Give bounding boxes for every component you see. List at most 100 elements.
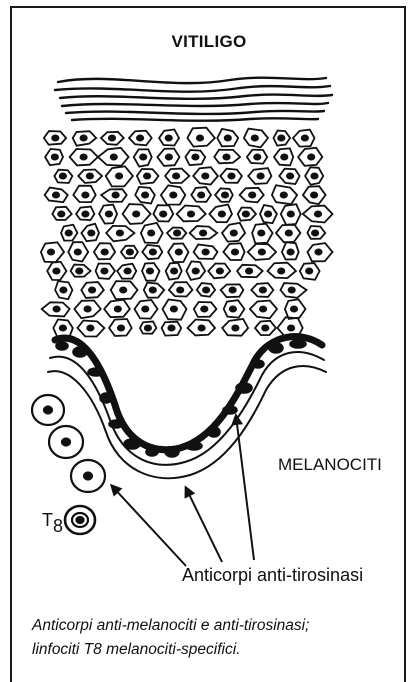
keratinocyte-nucleus: [111, 154, 117, 159]
keratinocyte-nucleus: [232, 325, 238, 330]
keratinocyte-nucleus: [260, 287, 266, 292]
keratinocyte-nucleus: [109, 135, 115, 140]
keratinocyte-nucleus: [201, 306, 207, 311]
keratinocyte-nucleus: [262, 325, 268, 330]
melanocyte: [223, 406, 237, 414]
melanocyte: [186, 442, 202, 450]
keratinocyte-nucleus: [286, 230, 292, 235]
keratinocyte-nucleus: [148, 230, 154, 235]
keratinocyte-nucleus: [315, 249, 321, 254]
keratinocyte-nucleus: [160, 211, 166, 216]
keratinocyte-nucleus: [278, 135, 284, 140]
keratinocyte-nucleus: [260, 306, 266, 311]
figure-caption: Anticorpi anti-melanociti e anti-tirosin…: [32, 614, 402, 662]
t8-label-prefix: T: [42, 510, 53, 530]
keratinocyte-nucleus: [230, 306, 236, 311]
keratinocyte-nucleus: [127, 249, 133, 254]
melanocyte: [109, 420, 123, 428]
keratinocyte-nucleus: [144, 173, 150, 178]
keratinocyte-nucleus: [291, 306, 297, 311]
keratinocyte-nucleus: [278, 268, 284, 273]
keratinocyte-nucleus: [82, 211, 88, 216]
keratinocyte-nucleus: [101, 268, 107, 273]
keratinocyte-nucleus: [137, 135, 143, 140]
keratinocyte-nucleus: [173, 173, 179, 178]
melanocyte: [269, 343, 283, 353]
keratinocyte-nucleus: [174, 230, 180, 235]
keratinocyte-nucleus: [80, 135, 86, 140]
keratinocyte-nucleus: [288, 211, 294, 216]
keratinocyte-nucleus: [53, 306, 59, 311]
keratinocyte-nucleus: [142, 192, 148, 197]
keratinocyte-nucleus: [232, 249, 238, 254]
keratinocyte-nucleus: [193, 268, 199, 273]
keratinocyte-nucleus: [116, 173, 122, 178]
keratinocyte-nucleus: [229, 287, 235, 292]
keratinocyte-nucleus: [265, 211, 271, 216]
keratinocyte-nucleus: [89, 287, 95, 292]
keratinocyte-nucleus: [225, 135, 231, 140]
keratinocyte-nucleus: [80, 154, 86, 159]
keratinocyte-nucleus: [75, 249, 81, 254]
keratinocyte-nucleus: [140, 154, 146, 159]
t8-label-number: 8: [53, 516, 63, 536]
keratinocyte-nucleus: [166, 154, 172, 159]
melanocyte: [290, 340, 306, 348]
melanocyte: [124, 439, 140, 449]
keratinocyte-nucleus: [197, 135, 203, 140]
t8-label: T8: [42, 510, 63, 537]
keratinocyte-nucleus: [202, 173, 208, 178]
antibodies-label: Anticorpi anti-tirosinasi: [182, 565, 363, 586]
keratinocyte-nucleus: [222, 192, 228, 197]
keratinocyte-nucleus: [312, 230, 318, 235]
keratinocyte-layer: [41, 128, 333, 338]
keratinocyte-nucleus: [168, 325, 174, 330]
keratinocyte-nucleus: [171, 268, 177, 273]
keratinocyte-nucleus: [120, 287, 126, 292]
keratinocyte-nucleus: [302, 135, 308, 140]
keratinocyte-nucleus: [87, 173, 93, 178]
keratinocyte-nucleus: [53, 192, 59, 197]
keratinocyte-nucleus: [254, 154, 260, 159]
keratinocyte-nucleus: [147, 268, 153, 273]
stratum-corneum: [55, 78, 332, 121]
keratinocyte-nucleus: [243, 211, 249, 216]
keratinocyte-nucleus: [287, 173, 293, 178]
keratinocyte-nucleus: [58, 211, 64, 216]
melanocyte: [208, 427, 220, 437]
melanocyte: [236, 383, 252, 393]
keratinocyte-nucleus: [315, 211, 321, 216]
melanocyte: [56, 342, 68, 350]
keratinocyte-nucleus: [188, 211, 194, 216]
keratinocyte-nucleus: [52, 154, 58, 159]
keratinocyte-nucleus: [219, 211, 225, 216]
keratinocyte-nucleus: [223, 154, 229, 159]
keratinocyte-nucleus: [150, 249, 156, 254]
keratinocyte-nucleus: [281, 154, 287, 159]
keratinocyte-nucleus: [60, 287, 66, 292]
keratinocyte-nucleus: [198, 192, 204, 197]
keratinocyte-nucleus: [115, 306, 121, 311]
keratinocyte-nucleus: [176, 249, 182, 254]
caption-line-2: linfociti T8 melanociti-specifici.: [32, 638, 402, 662]
melanocytes-label: MELANOCITI: [278, 455, 382, 475]
caption-line-1: Anticorpi anti-melanociti e anti-tirosin…: [32, 614, 402, 638]
keratinocyte-nucleus: [289, 287, 295, 292]
keratinocyte-nucleus: [203, 287, 209, 292]
keratinocyte-nucleus: [53, 268, 59, 273]
keratinocyte-nucleus: [142, 306, 148, 311]
keratinocyte-nucleus: [106, 211, 112, 216]
keratinocyte-nucleus: [60, 173, 66, 178]
keratinocyte-nucleus: [52, 135, 58, 140]
melanocyte: [165, 447, 179, 457]
keratinocyte-nucleus: [252, 135, 258, 140]
keratinocyte-nucleus: [200, 230, 206, 235]
keratinocyte-nucleus: [171, 306, 177, 311]
keratinocyte-nucleus: [281, 192, 287, 197]
keratinocyte-nucleus: [48, 249, 54, 254]
keratinocyte-nucleus: [246, 268, 252, 273]
keratinocyte-nucleus: [308, 154, 314, 159]
keratinocyte-nucleus: [306, 268, 312, 273]
keratinocyte-nucleus: [150, 287, 156, 292]
keratinocyte-nucleus: [231, 230, 237, 235]
